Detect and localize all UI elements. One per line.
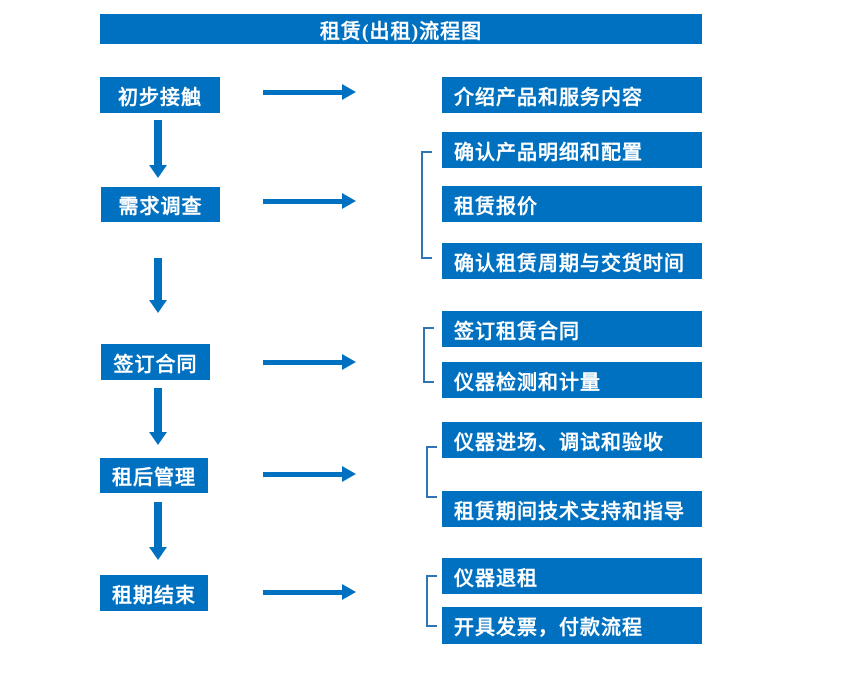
output-box-instrument-return: 仪器退租: [442, 558, 702, 594]
output-label: 签订租赁合同: [454, 320, 580, 343]
down-arrow-head-icon: [149, 300, 167, 313]
output-label: 仪器进场、调试和验收: [454, 431, 664, 454]
output-box-instrument-testing: 仪器检测和计量: [442, 362, 702, 398]
output-label: 介绍产品和服务内容: [454, 86, 643, 109]
step-box-rental-end: 租期结束: [100, 575, 208, 611]
right-arrow-3: [263, 354, 356, 370]
right-arrow-stem: [263, 199, 343, 204]
down-arrow-head-icon: [149, 432, 167, 445]
output-box-confirm-period-delivery: 确认租赁周期与交货时间: [442, 243, 702, 279]
step-label: 签订合同: [113, 353, 198, 376]
output-label: 租赁期间技术支持和指导: [454, 500, 685, 523]
output-box-invoice-payment: 开具发票，付款流程: [442, 607, 702, 644]
output-label: 仪器检测和计量: [454, 371, 601, 394]
step-label: 租期结束: [112, 584, 196, 607]
output-label: 开具发票，付款流程: [454, 617, 643, 639]
down-arrow-2: [149, 258, 167, 313]
down-arrow-stem: [154, 120, 162, 166]
down-arrow-3: [149, 388, 167, 445]
right-arrow-head-icon: [342, 354, 356, 370]
step-label: 需求调查: [118, 196, 203, 218]
step-label: 初步接触: [118, 86, 202, 109]
right-arrow-stem: [263, 590, 343, 595]
down-arrow-4: [149, 502, 167, 560]
right-arrow-head-icon: [342, 84, 356, 100]
output-label: 确认租赁周期与交货时间: [454, 252, 685, 275]
output-box-sign-rental-contract: 签订租赁合同: [442, 311, 702, 347]
output-box-instrument-setup: 仪器进场、调试和验收: [442, 422, 702, 458]
output-label: 租赁报价: [454, 195, 538, 218]
right-arrow-1: [263, 84, 356, 100]
right-arrow-head-icon: [342, 584, 356, 600]
output-box-technical-support: 租赁期间技术支持和指导: [442, 491, 702, 527]
step-box-initial-contact: 初步接触: [100, 77, 220, 113]
bracket-group-2: [421, 151, 432, 259]
step-box-sign-contract: 签订合同: [101, 344, 210, 380]
step-box-demand-survey: 需求调查: [101, 187, 220, 222]
down-arrow-stem: [154, 258, 162, 301]
step-box-post-rental-management: 租后管理: [100, 458, 208, 493]
down-arrow-stem: [154, 388, 162, 433]
down-arrow-stem: [154, 502, 162, 548]
output-label: 仪器退租: [454, 567, 538, 590]
down-arrow-1: [149, 120, 167, 178]
output-box-introduce-products: 介绍产品和服务内容: [442, 77, 702, 113]
flowchart-title: 租赁(出租)流程图: [319, 20, 483, 43]
output-box-rental-quote: 租赁报价: [442, 186, 702, 222]
right-arrow-head-icon: [342, 193, 356, 209]
bracket-group-3: [423, 327, 434, 383]
right-arrow-stem: [263, 360, 343, 365]
down-arrow-head-icon: [149, 165, 167, 178]
bracket-group-5: [426, 575, 437, 627]
output-box-confirm-details: 确认产品明细和配置: [442, 132, 702, 168]
right-arrow-stem: [263, 90, 343, 95]
bracket-group-4: [426, 446, 437, 498]
right-arrow-2: [263, 193, 356, 209]
down-arrow-head-icon: [149, 547, 167, 560]
right-arrow-head-icon: [342, 466, 356, 482]
flowchart-title-bar: 租赁(出租)流程图: [100, 14, 702, 44]
right-arrow-stem: [263, 472, 343, 477]
step-label: 租后管理: [112, 467, 196, 489]
output-label: 确认产品明细和配置: [454, 141, 643, 164]
right-arrow-4: [263, 466, 356, 482]
right-arrow-5: [263, 584, 356, 600]
